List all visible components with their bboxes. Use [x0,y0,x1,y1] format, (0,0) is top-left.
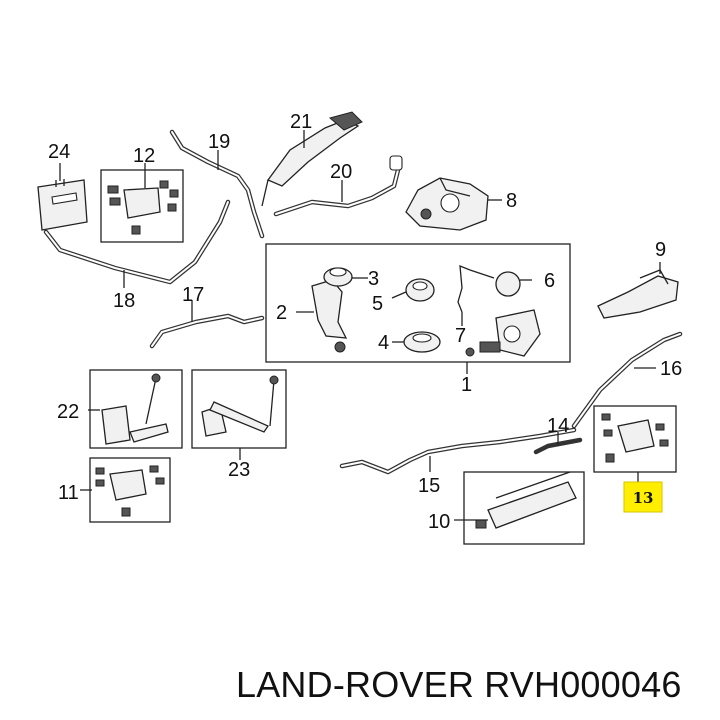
part-number: RVH000046 [484,664,682,705]
callout-11: 11 [58,482,79,504]
callout-18: 18 [113,290,135,312]
part-20-pipe [273,155,403,217]
highlight-box [623,481,663,513]
part-11-box [80,457,171,523]
part-16-pipe [571,331,683,429]
brand-name: LAND-ROVER [236,664,475,705]
callout-17: 17 [182,284,204,306]
callout-24: 24 [48,141,70,163]
part-caption: LAND-ROVER RVH000046 [236,660,716,710]
callout-6: 6 [544,270,555,292]
part-10-box [454,471,585,545]
part-22-box [88,369,183,449]
callout-5: 5 [372,293,383,315]
callout-22: 22 [57,401,79,423]
part-15-pipe [339,427,583,475]
part-21-bracket [261,111,363,207]
part-19-pipe [169,129,265,239]
part-18-pipe [43,199,231,288]
callout-9: 9 [655,239,666,261]
callout-15: 15 [418,475,440,497]
part-13-box [593,405,677,484]
part-8-housing [405,177,502,231]
callout-12: 12 [133,145,155,167]
callout-1: 1 [461,374,472,396]
part-12-box [100,163,184,243]
part-24 [37,163,88,231]
callout-4: 4 [378,332,389,354]
callout-labels: 24 12 19 21 20 8 18 17 9 3 6 2 5 7 4 1 1… [48,111,682,533]
callout-19: 19 [208,131,230,153]
callout-16: 16 [660,358,682,380]
callout-13-highlight: 13 [623,481,663,513]
callout-7: 7 [455,325,466,347]
callout-13: 13 [633,489,654,507]
part-23-box [191,369,287,460]
callout-8: 8 [506,190,517,212]
callout-20: 20 [330,161,352,183]
callout-2: 2 [276,302,287,324]
callout-3: 3 [368,268,379,290]
callout-23: 23 [228,459,250,481]
callout-10: 10 [428,511,450,533]
part-17-pipe [149,300,265,349]
callout-21: 21 [290,111,312,133]
part-9-shield [597,262,679,319]
part-1-box [265,243,571,374]
callout-14: 14 [547,415,569,437]
